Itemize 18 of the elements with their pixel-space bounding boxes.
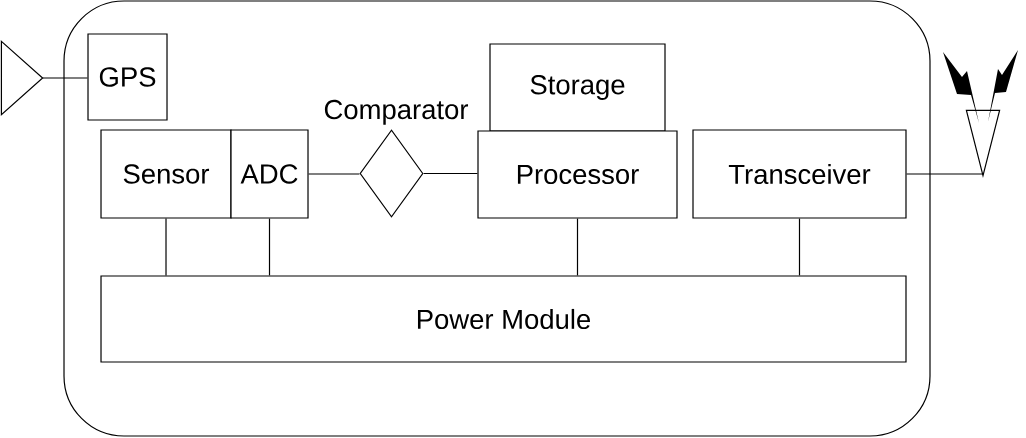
- connector-line: [42, 77, 88, 79]
- component-box: Sensor: [100, 129, 232, 219]
- connector-line: [423, 172, 478, 175]
- component-box: GPS: [87, 33, 168, 121]
- rounded-frame: [63, 0, 931, 437]
- connector-line: [308, 173, 360, 175]
- component-box: Storage: [489, 43, 666, 132]
- component-box: Transceiver: [692, 129, 907, 219]
- component-box: ADC: [230, 129, 309, 219]
- connector-line: [268, 218, 271, 276]
- component-box: Power Module: [100, 275, 907, 363]
- component-box: Processor: [477, 130, 678, 219]
- connector-line: [798, 218, 801, 276]
- connector-line: [165, 218, 167, 276]
- antenna-symbol: [0, 40, 44, 116]
- connector-line: [906, 173, 984, 175]
- node-label: Comparator: [324, 99, 468, 125]
- connector-line: [576, 218, 579, 276]
